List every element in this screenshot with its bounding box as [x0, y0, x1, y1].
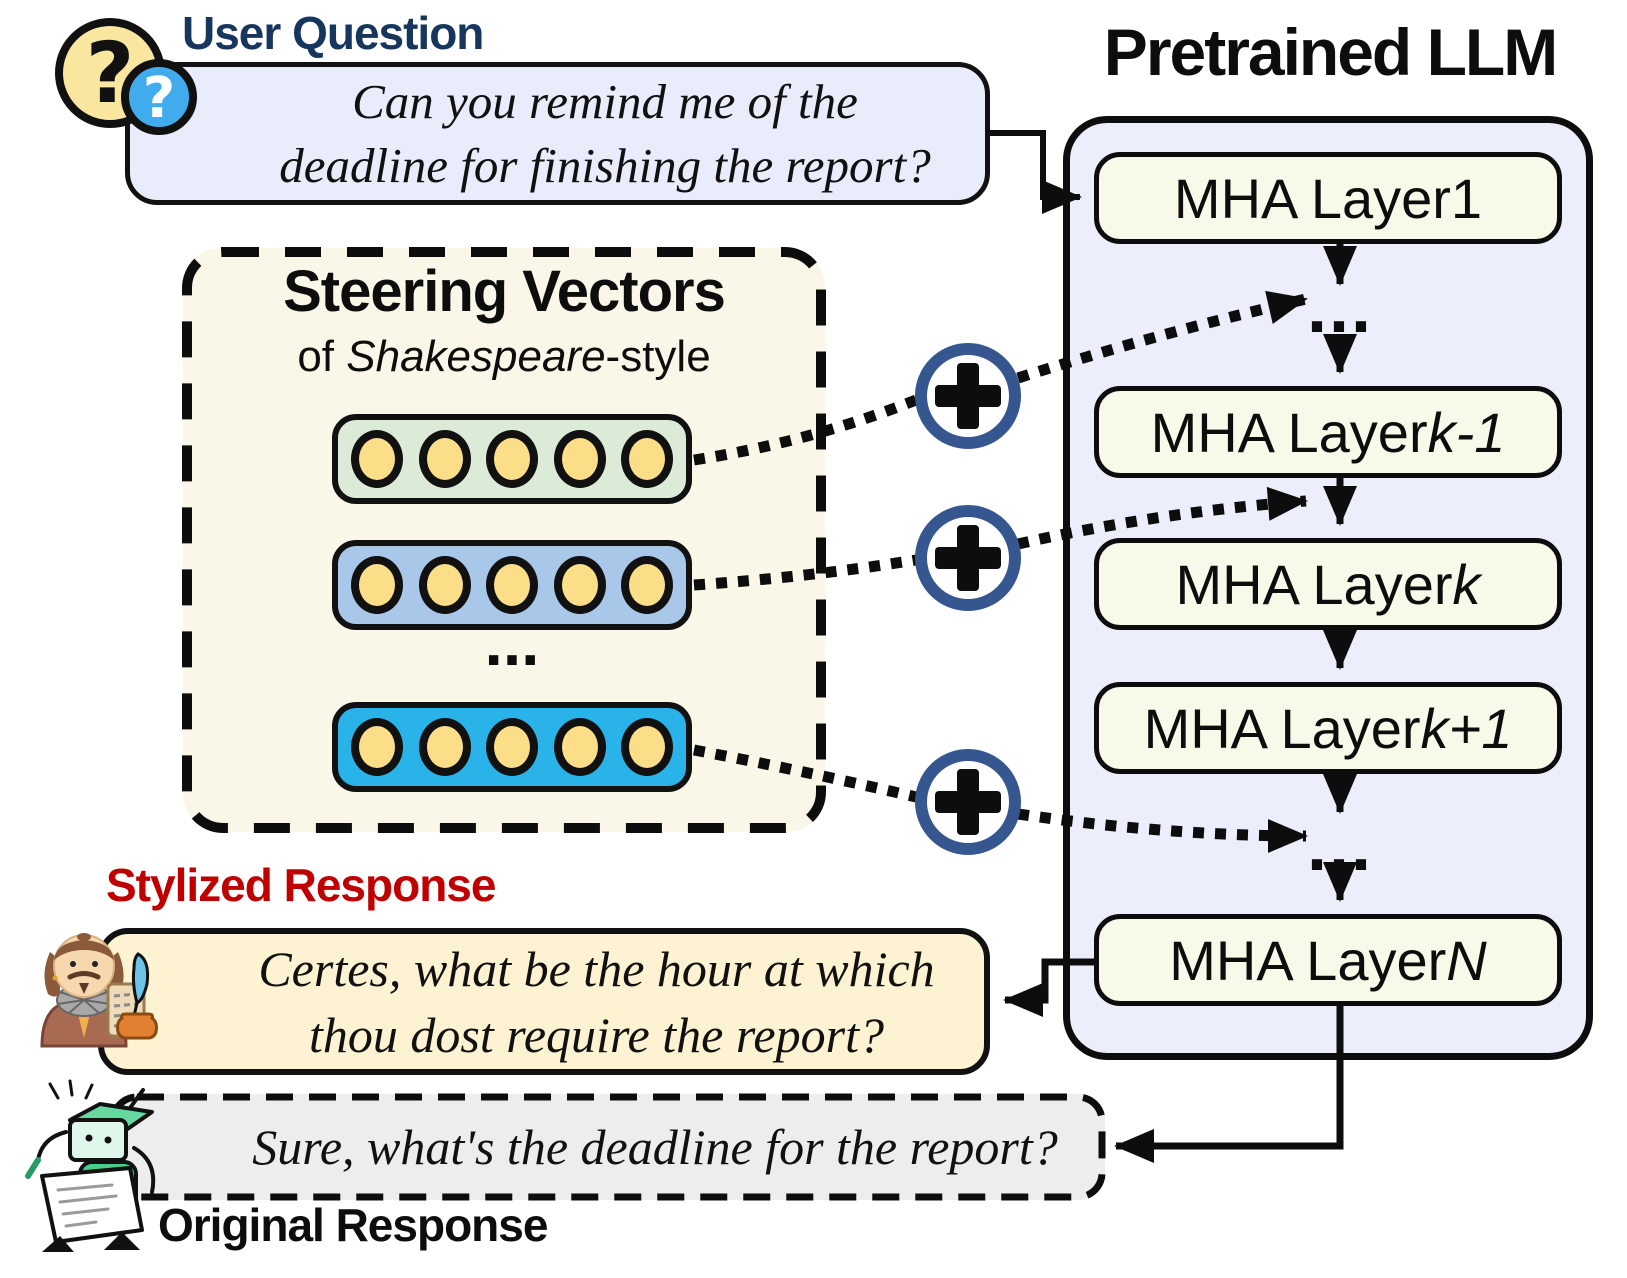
mha-layer-1-index: 1 — [1450, 166, 1483, 230]
steering-vector-row-1 — [332, 414, 692, 504]
mha-layer-k-index: k — [1452, 552, 1481, 616]
vector-cell — [418, 430, 471, 488]
shakespeare-avatar-icon — [40, 933, 158, 1048]
mha-layer-k-minus-1: MHA Layer k-1 — [1094, 386, 1562, 478]
mha-layer-k+1-prefix: MHA Layer — [1143, 696, 1421, 760]
vector-cell — [418, 718, 471, 776]
question-marks-icon: ? ? — [55, 18, 197, 135]
original-response-label: Original Response — [158, 1199, 548, 1251]
vector-cell — [553, 718, 606, 776]
hidden-layers-ellipsis-bottom: ... — [1306, 806, 1373, 886]
vector-cell — [351, 430, 403, 488]
pretrained-llm-title: Pretrained LLM — [1103, 15, 1558, 89]
user-question-line1: Can you remind me of the — [352, 73, 858, 129]
plus-icon — [915, 343, 1021, 449]
vector-cell — [486, 718, 538, 776]
vector-cell — [553, 556, 606, 614]
mha-layer-k-1-prefix: MHA Layer — [1150, 400, 1428, 464]
mha-layer-1: MHA Layer 1 — [1094, 152, 1562, 244]
steering-vector-row-3 — [332, 702, 692, 792]
user-question-bubble: Can you remind me of the deadline for fi… — [125, 62, 990, 205]
stylized-line2: thou dost require the report? — [309, 1006, 884, 1063]
plus-icon — [915, 505, 1021, 611]
steering-vectors-subtitle: of Shakespeare-style — [183, 332, 825, 382]
steering-vectors-title: Steering Vectors — [283, 259, 726, 324]
mha-layer-k: MHA Layer k — [1094, 538, 1562, 630]
subtitle-prefix: of — [297, 332, 347, 381]
robot-avatar-icon — [25, 1079, 156, 1252]
vector-cell — [351, 718, 403, 776]
question-mark-glyph: ? — [143, 66, 175, 131]
vector-cell — [351, 556, 403, 614]
stylized-response-label: Stylized Response — [106, 859, 496, 911]
subtitle-suffix: -style — [605, 332, 711, 381]
plus-icon — [915, 749, 1021, 855]
mha-layer-1-prefix: MHA Layer — [1173, 166, 1451, 230]
stylized-response-bubble: Certes, what be the hour at which thou d… — [98, 928, 990, 1075]
mha-layer-n-prefix: MHA Layer — [1169, 928, 1447, 992]
original-text: Sure, what's the deadline for the report… — [252, 1119, 1058, 1175]
hidden-layers-ellipsis-top: ... — [1306, 268, 1373, 348]
mha-layer-n-index: N — [1446, 928, 1487, 992]
stylized-line1: Certes, what be the hour at which — [258, 940, 935, 997]
user-question-line2: deadline for finishing the report? — [279, 137, 931, 193]
vector-cell — [553, 430, 606, 488]
original-response-bubble: Sure, what's the deadline for the report… — [110, 1094, 1105, 1200]
vector-cell — [621, 556, 673, 614]
subtitle-style-word: Shakespeare — [346, 332, 606, 381]
more-vectors-ellipsis: ... — [484, 605, 540, 679]
user-question-label: User Question — [182, 7, 484, 59]
plus-icons-group — [915, 343, 1021, 855]
vector-cell — [621, 718, 673, 776]
mha-layer-k+1-index: k+1 — [1420, 696, 1513, 760]
vector-cell — [418, 556, 471, 614]
mha-layer-n: MHA Layer N — [1094, 914, 1562, 1006]
mha-layer-k-1-index: k-1 — [1427, 400, 1506, 464]
mha-layer-k-prefix: MHA Layer — [1175, 552, 1453, 616]
vector-cell — [486, 430, 538, 488]
vector-cell — [621, 430, 673, 488]
mha-layer-k-plus-1: MHA Layer k+1 — [1094, 682, 1562, 774]
